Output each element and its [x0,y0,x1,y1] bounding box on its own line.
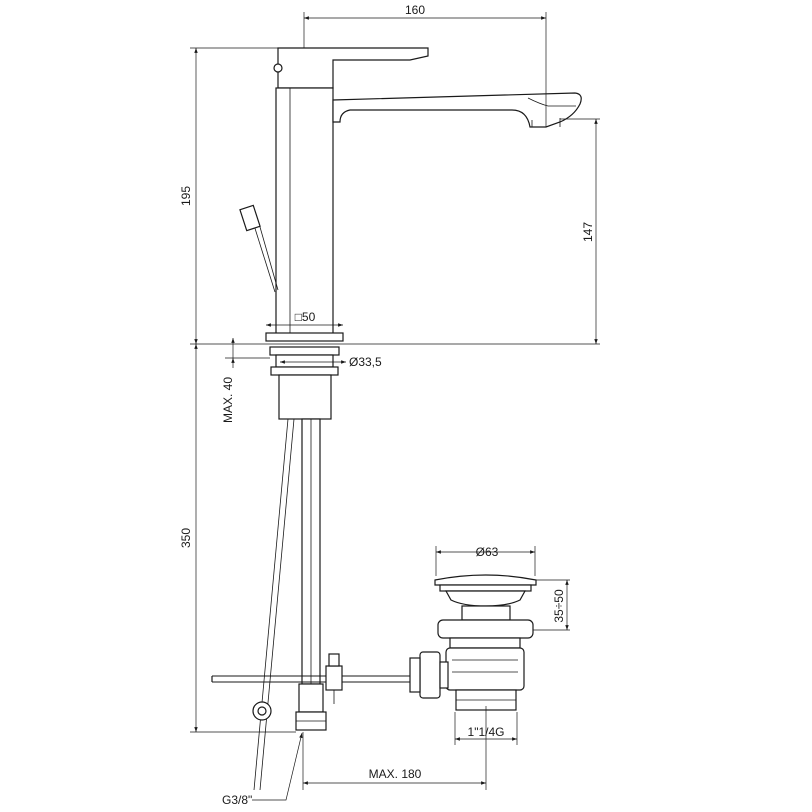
label-spout-reach: 160 [405,3,425,17]
dimension-lines [194,16,598,801]
dimension-labels: 160 195 147 □50 Ø33,5 MAX. 40 350 Ø63 35… [179,3,595,807]
label-max-rod: MAX. 180 [369,767,422,781]
rod-clamp [325,665,343,691]
extension-lines [190,12,600,790]
label-connection-thread: G3/8" [222,793,252,807]
label-waste-diameter: Ø63 [476,545,499,559]
waste-flange [444,590,527,607]
faucet-body [275,87,334,341]
pull-rod [253,418,289,791]
faucet [211,47,582,791]
base-washer [269,346,340,356]
waste-valve [409,574,537,711]
label-total-height: 195 [179,186,193,206]
popup-rod [252,221,276,293]
leader-g38 [252,732,303,801]
label-hose-length: 350 [179,528,193,548]
popup-knob [239,204,261,232]
faucet-handle [277,47,429,89]
fixing-nut [275,354,334,368]
label-waste-thread: 1"1/4G [468,725,505,739]
waste-lever-nut [419,651,441,699]
label-waste-height: 35÷50 [552,589,566,623]
waste-body [437,619,534,639]
label-spout-height: 147 [581,222,595,242]
label-max-counter: MAX. 40 [221,377,235,423]
label-body-square: □50 [295,310,316,324]
base-flange [265,332,344,342]
faucet-spout [332,92,582,128]
handle-pivot [273,63,283,73]
label-thread-diameter: Ø33,5 [349,355,382,369]
threaded-shank [278,374,332,420]
waste-cap [434,574,537,586]
